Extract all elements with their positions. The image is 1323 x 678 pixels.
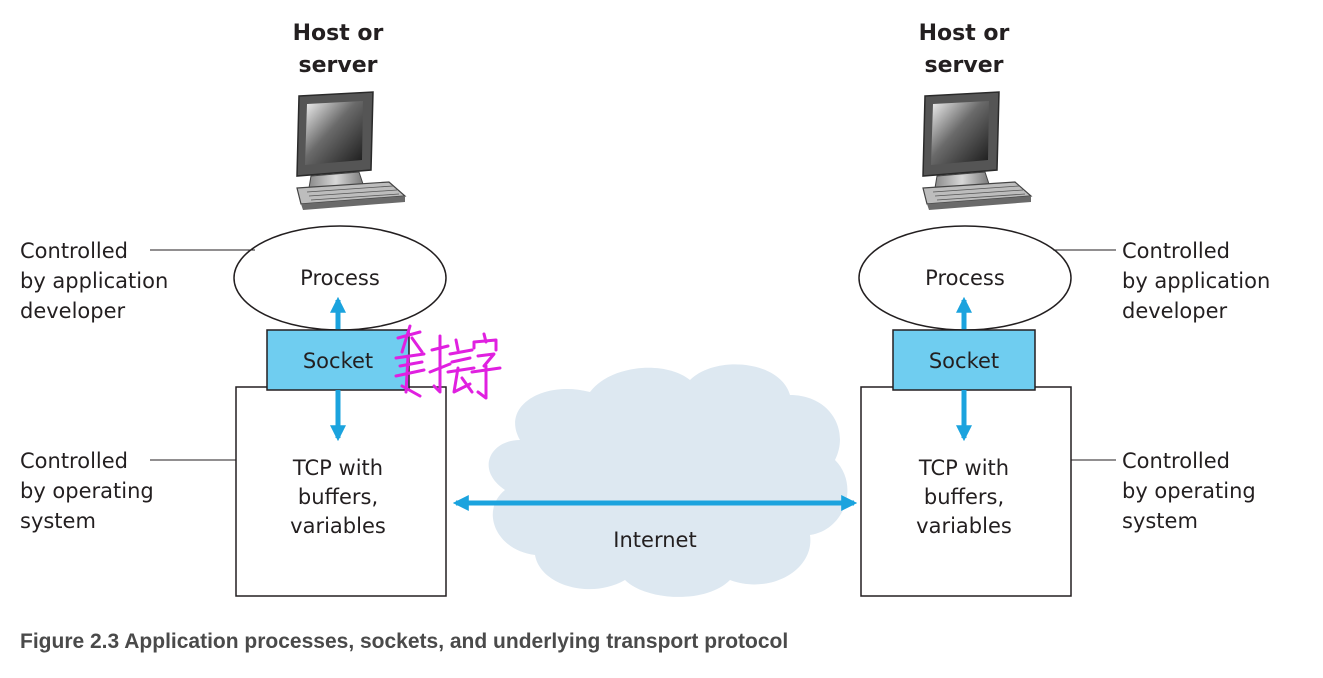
socket-box: [266, 329, 410, 391]
tcp-label-line2: buffers,: [298, 485, 378, 509]
left-host-title-line1: Host or: [293, 21, 384, 46]
app-note-line3: developer: [1122, 299, 1228, 323]
os-note-line1: Controlled: [1122, 449, 1230, 473]
app-note-line1: Controlled: [20, 239, 128, 263]
process-label: Process: [300, 266, 380, 290]
tcp-label-line1: TCP with: [918, 456, 1009, 480]
app-note-line3: developer: [20, 299, 126, 323]
right-host-title-line2: server: [925, 53, 1004, 78]
left-host-title-line2: server: [299, 53, 378, 78]
app-note-line1: Controlled: [1122, 239, 1230, 263]
socket-label: Socket: [303, 349, 373, 373]
app-note-line2: by application: [1122, 269, 1270, 293]
tcp-label-line2: buffers,: [924, 485, 1004, 509]
tcp-box: [235, 386, 447, 597]
os-note-line3: system: [20, 509, 96, 533]
app-note-line2: by application: [20, 269, 168, 293]
process-label: Process: [925, 266, 1005, 290]
left-host: Host or server Process TCP with buffers,…: [20, 21, 502, 597]
right-host-title-line1: Host or: [919, 21, 1010, 46]
internet-label: Internet: [613, 528, 696, 552]
os-note-line2: by operating: [20, 479, 154, 503]
right-host: Host or server Process TCP with buffers,…: [858, 21, 1270, 597]
os-note-line1: Controlled: [20, 449, 128, 473]
os-note-line3: system: [1122, 509, 1198, 533]
computer-icon: [922, 91, 1033, 210]
tcp-label-line1: TCP with: [292, 456, 383, 480]
tcp-label-line3: variables: [916, 514, 1012, 538]
internet-cloud: Internet: [488, 364, 848, 597]
computer-icon: [296, 91, 407, 210]
handwritten-annotation: [394, 324, 502, 400]
os-note-line2: by operating: [1122, 479, 1256, 503]
figure-caption: Figure 2.3 Application processes, socket…: [20, 630, 789, 653]
tcp-label-line3: variables: [290, 514, 386, 538]
socket-label: Socket: [929, 349, 999, 373]
